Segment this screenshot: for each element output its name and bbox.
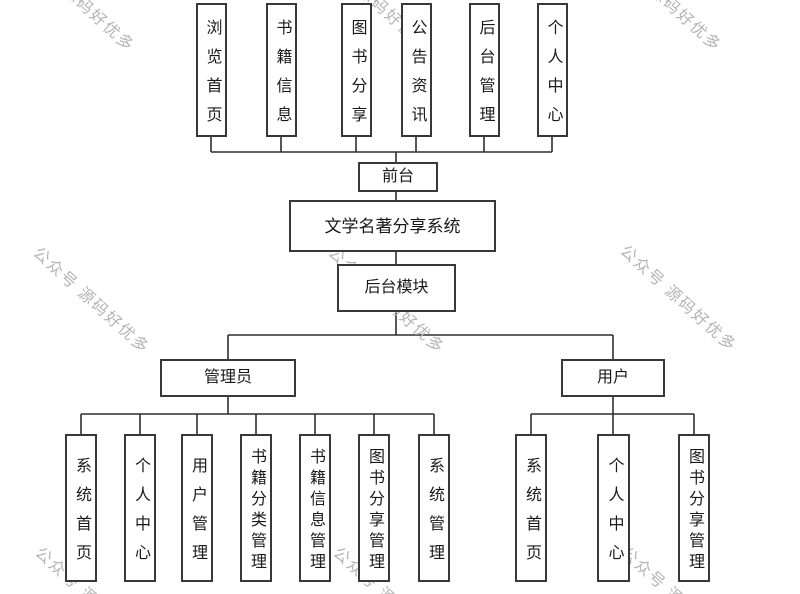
node-label: 管理员: [203, 369, 252, 386]
node-system-title: 文学名著分享系统: [289, 200, 496, 252]
node-label: 图书分享: [348, 18, 366, 135]
admin-child-book-category-mgmt: 书籍分类管理: [240, 434, 272, 582]
admin-child-user-mgmt: 用户管理: [181, 434, 213, 582]
user-child-personal-center: 个人中心: [597, 434, 630, 582]
node-label: 公告资讯: [408, 18, 426, 135]
node-label: 用户: [596, 369, 629, 386]
node-label: 书籍分类管理: [248, 447, 265, 574]
node-admin-role: 管理员: [160, 359, 296, 397]
node-label: 文学名著分享系统: [324, 216, 461, 236]
node-book-share: 图书分享: [341, 3, 372, 137]
node-label: 后台模块: [364, 279, 429, 296]
user-child-book-share-mgmt: 图书分享管理: [678, 434, 710, 582]
node-label: 个人中心: [132, 456, 149, 573]
admin-child-system-mgmt: 系统管理: [418, 434, 450, 582]
admin-child-personal-center: 个人中心: [124, 434, 156, 582]
node-front-desk: 前台: [358, 162, 438, 192]
node-label: 个人中心: [544, 18, 562, 135]
node-label: 系统首页: [73, 456, 90, 573]
admin-child-system-home: 系统首页: [65, 434, 97, 582]
node-label: 系统首页: [523, 456, 540, 573]
node-label: 前台: [381, 168, 414, 185]
node-personal-center: 个人中心: [537, 3, 568, 137]
node-label: 用户管理: [189, 456, 206, 573]
node-label: 图书分享管理: [366, 447, 383, 574]
node-label: 个人中心: [605, 456, 623, 573]
node-user-role: 用户: [561, 359, 665, 397]
user-child-system-home: 系统首页: [515, 434, 547, 582]
node-label: 后台管理: [476, 18, 494, 135]
node-label: 图书分享管理: [686, 447, 703, 574]
admin-child-book-info-mgmt: 书籍信息管理: [299, 434, 331, 582]
node-label: 书籍信息管理: [307, 447, 324, 574]
node-backend-admin: 后台管理: [469, 3, 500, 137]
node-label: 系统管理: [426, 456, 443, 573]
node-announcement: 公告资讯: [401, 3, 432, 137]
node-book-info: 书籍信息: [266, 3, 297, 137]
node-backend-module: 后台模块: [337, 264, 456, 312]
node-browse-home: 浏览首页: [196, 3, 227, 137]
node-label: 书籍信息: [273, 18, 291, 135]
node-label: 浏览首页: [203, 18, 221, 135]
admin-child-book-share-mgmt: 图书分享管理: [358, 434, 390, 582]
